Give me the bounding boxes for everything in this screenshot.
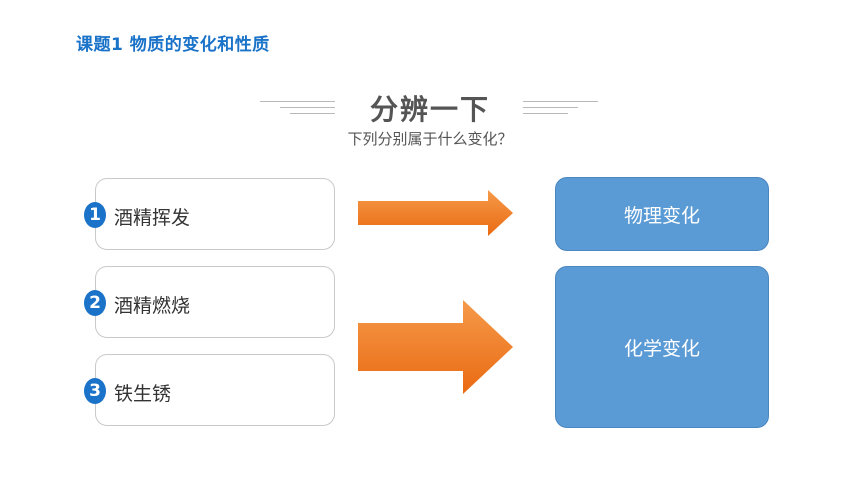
item-box-3[interactable] [95,354,335,426]
chemical-change-label: 化学变化 [623,337,700,360]
arrow-right-large-icon [358,300,513,394]
item-box-2[interactable] [95,266,335,338]
lesson-title: 课题1 物质的变化和性质 [76,35,270,55]
item-label-2: 酒精燃烧 [114,295,191,317]
number-badge-2: 2 [84,290,106,316]
item-box-1[interactable] [95,178,335,250]
item-label-1: 酒精挥发 [114,207,191,229]
section-title: 分辨一下 [369,93,490,126]
number-badge-1: 1 [84,202,106,228]
item-label-3: 铁生锈 [114,383,172,405]
arrow-right-icon [358,190,513,236]
chemical-change-box[interactable]: 化学变化 [555,266,769,428]
physical-change-label: 物理变化 [623,204,700,227]
physical-change-box[interactable]: 物理变化 [555,177,769,251]
number-badge-3: 3 [84,378,106,404]
section-subtitle: 下列分别属于什么变化？ [347,130,513,148]
